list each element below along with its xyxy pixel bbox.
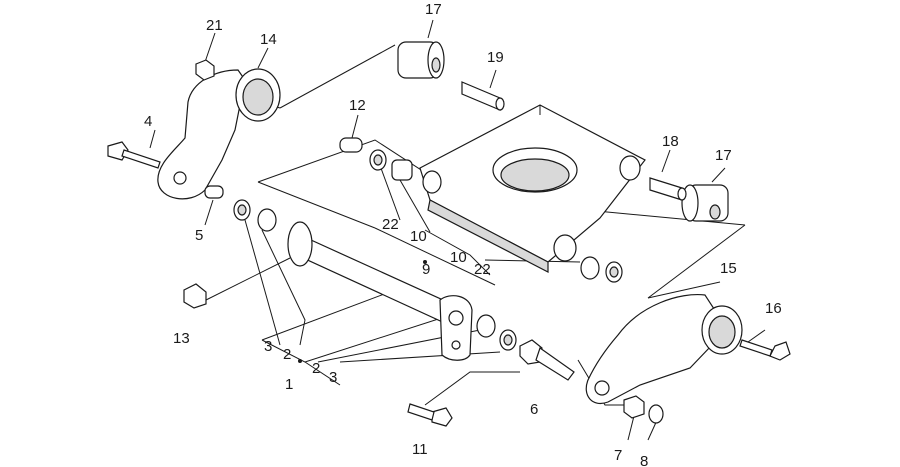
small-parts	[183, 59, 664, 424]
callout-5: 5	[195, 227, 203, 244]
sleeve-19	[461, 81, 505, 111]
callout-9: 9	[422, 261, 430, 278]
callout-13: 13	[173, 330, 190, 347]
bracket-left	[157, 68, 281, 200]
callout-10-lower: 10	[450, 249, 467, 266]
callout-15: 15	[720, 260, 737, 277]
callout-2-left: 2	[283, 346, 291, 363]
callout-22-lower: 22	[474, 261, 491, 278]
callout-19: 19	[487, 49, 504, 66]
callout-18: 18	[662, 133, 679, 150]
callout-17-right: 17	[715, 147, 732, 164]
callout-labels: 17 21 14 19 12 4 18 17 22 5 10 10 9 22 1…	[144, 1, 782, 467]
callout-2-right: 2	[312, 360, 320, 377]
callout-3-left: 3	[264, 338, 272, 355]
callout-14: 14	[260, 31, 277, 48]
swing-arm	[419, 104, 646, 273]
bushing-17-right	[681, 184, 729, 222]
lower-arm	[287, 221, 473, 361]
callout-17-top: 17	[425, 1, 442, 18]
callout-7: 7	[614, 447, 622, 464]
group-markers	[298, 260, 427, 363]
bolts	[107, 141, 791, 427]
callout-16: 16	[765, 300, 782, 317]
callout-12: 12	[349, 97, 366, 114]
callout-8: 8	[640, 453, 648, 467]
callout-11: 11	[412, 441, 428, 458]
callout-10-upper: 10	[410, 228, 427, 245]
callout-1: 1	[285, 376, 293, 393]
callout-3-right: 3	[329, 369, 337, 386]
bushing-17-top	[397, 41, 445, 79]
callout-21: 21	[206, 17, 223, 34]
bracket-right	[585, 293, 743, 404]
sleeve-18	[649, 177, 687, 201]
callout-4: 4	[144, 113, 152, 130]
callout-22-upper: 22	[382, 216, 399, 233]
callout-6: 6	[530, 401, 538, 418]
